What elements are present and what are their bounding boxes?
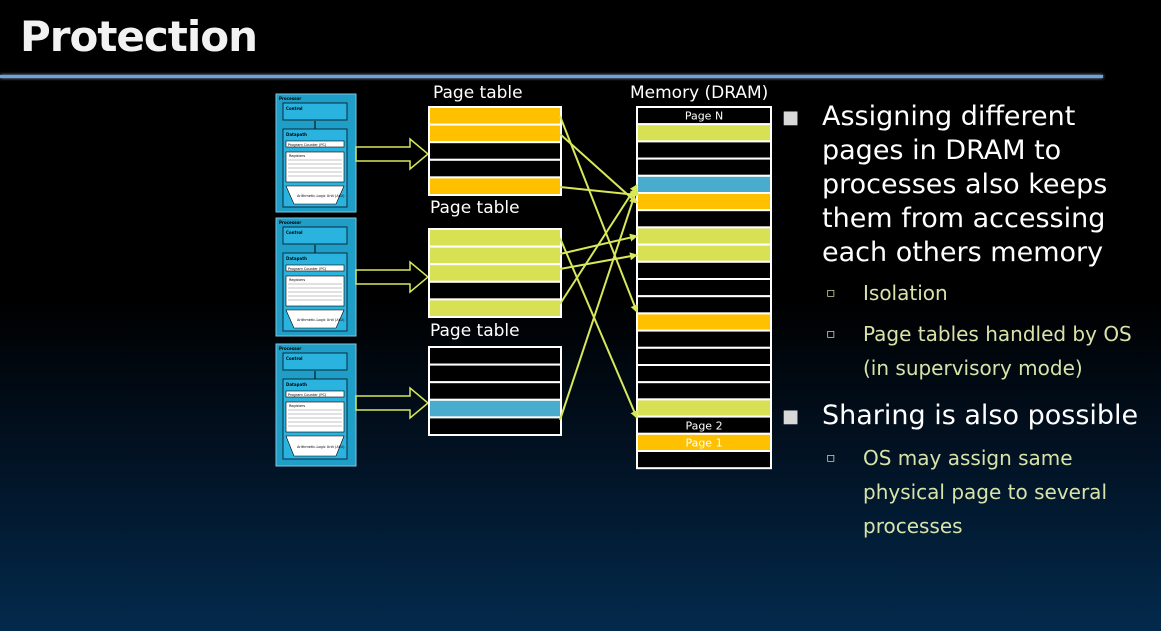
pc-label: Program Counter (PC) (288, 393, 327, 397)
processors: Processor Control Datapath Program Count… (275, 93, 357, 467)
sub-bullet-2-1-text: OS may assign same physical page to seve… (863, 446, 1107, 538)
control-label: Control (286, 106, 303, 111)
alu-label: Arithmetic-Logic Unit (ALU) (297, 318, 345, 322)
sub-bullet-1-2: ▫ Page tables handled by OS (in superviso… (782, 317, 1157, 385)
bullet-list: ■ Assigning different pages in DRAM to pr… (782, 100, 1157, 543)
memory-page (636, 123, 772, 143)
page-table-entry (428, 245, 562, 266)
title-underline (0, 75, 1103, 78)
page-table-entry (428, 381, 562, 401)
memory-page (636, 243, 772, 263)
bullet-1-text: Assigning different pages in DRAM to pro… (822, 101, 1108, 268)
bullet-2: ■ Sharing is also possible (782, 399, 1157, 433)
sub-bullet-1-2-text: Page tables handled by OS (in supervisor… (863, 322, 1132, 380)
processor-label: Processor (279, 346, 301, 351)
processor-1: Processor Control Datapath Program Count… (275, 93, 357, 213)
memory-page-label: Page 1 (685, 437, 722, 450)
page-table-diagram: Processor Control Datapath Program Count… (275, 83, 772, 470)
memory-page (636, 226, 772, 246)
memory-page-label: Page 2 (685, 419, 722, 432)
block-arrow (355, 137, 430, 171)
processor-2: Processor Control Datapath Program Count… (275, 217, 357, 337)
page-table-entry (428, 123, 562, 144)
block-arrow (355, 260, 430, 294)
control-label: Control (286, 356, 303, 361)
datapath-label: Datapath (286, 256, 307, 261)
processor-label: Processor (279, 220, 301, 225)
page-tables (428, 106, 562, 436)
memory-dram: Page N Page 2 Page 1 (636, 106, 772, 470)
mapping-arrow (559, 186, 638, 199)
page-table-entry (428, 298, 562, 318)
registers-label: Registers (289, 404, 305, 408)
processor-label: Processor (279, 96, 301, 101)
mapping-arrow (559, 252, 638, 270)
memory-page (636, 209, 772, 229)
memory-page (636, 398, 772, 418)
datapath-label: Datapath (286, 132, 307, 137)
memory-page (636, 450, 772, 470)
page-table-entry (428, 346, 562, 366)
memory-page (636, 174, 772, 195)
sub-bullet-1-1-text: Isolation (863, 281, 948, 305)
memory-label: Memory (DRAM) (630, 83, 768, 103)
mapping-arrow (559, 184, 638, 305)
page-table-entry (428, 363, 562, 384)
block-arrow (355, 386, 430, 420)
page-table-entry (428, 416, 562, 436)
bullet-1: ■ Assigning different pages in DRAM to pr… (782, 100, 1157, 270)
page-table-label-1: Page table (433, 83, 523, 103)
memory-page (636, 140, 772, 160)
processor-3: Processor Control Datapath Program Count… (275, 343, 357, 467)
hollow-square-bullet-icon: ▫ (826, 285, 836, 301)
bullet-2-text: Sharing is also possible (822, 400, 1139, 431)
pc-label: Program Counter (PC) (288, 267, 327, 271)
mapping-arrow (559, 187, 639, 421)
memory-page (636, 364, 772, 384)
memory-page (636, 192, 772, 212)
page-table-label-2: Page table (430, 198, 520, 218)
memory-page (636, 260, 772, 280)
memory-page (636, 278, 772, 298)
hollow-square-bullet-icon: ▫ (826, 450, 836, 466)
mapping-arrow (559, 237, 638, 419)
mapping-arrows (559, 115, 639, 421)
page-table-entry (428, 280, 562, 301)
page-table-label-3: Page table (430, 321, 520, 341)
pc-label: Program Counter (PC) (288, 143, 327, 147)
registers-label: Registers (289, 278, 305, 282)
memory-page (636, 346, 772, 366)
memory-page (636, 295, 772, 315)
memory-page (636, 312, 772, 332)
square-bullet-icon: ■ (782, 406, 800, 427)
alu-label: Arithmetic-Logic Unit (ALU) (297, 445, 345, 449)
page-table-entry (428, 158, 562, 179)
memory-page-label: Page N (685, 110, 723, 123)
control-label: Control (286, 230, 303, 235)
datapath-label: Datapath (286, 382, 307, 387)
memory-page (636, 329, 772, 349)
sub-bullet-1-1: ▫ Isolation (782, 276, 1157, 310)
sub-bullet-2-1: ▫ OS may assign same physical page to sev… (782, 441, 1157, 543)
page-table-entry (428, 263, 562, 283)
page-table-entry (428, 176, 562, 196)
mapping-arrow (559, 115, 639, 313)
memory-page (636, 381, 772, 401)
mapping-arrow (559, 133, 638, 204)
page-table-entry (428, 398, 562, 419)
memory-page (636, 157, 772, 177)
registers-label: Registers (289, 154, 305, 158)
hollow-square-bullet-icon: ▫ (826, 326, 836, 342)
alu-label: Arithmetic-Logic Unit (ALU) (297, 194, 345, 198)
processor-to-table-arrows (355, 137, 430, 420)
page-table-entry (428, 106, 562, 126)
page-table-entry (428, 228, 562, 248)
slide-title: Protection (20, 12, 258, 61)
square-bullet-icon: ■ (782, 107, 800, 128)
page-table-entry (428, 141, 562, 161)
